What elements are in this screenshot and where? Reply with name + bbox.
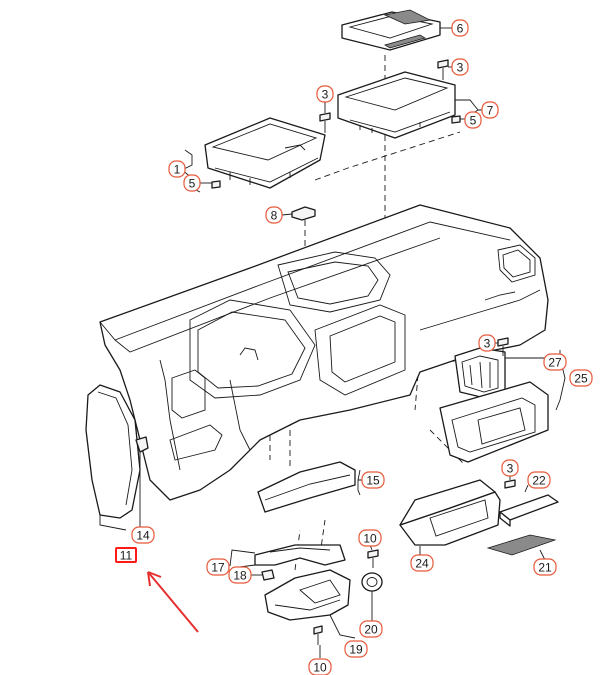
part-15-trim-strip xyxy=(257,461,356,513)
callout-22: 22 xyxy=(527,471,551,489)
svg-text:21: 21 xyxy=(538,561,552,575)
svg-text:3: 3 xyxy=(484,337,491,351)
callout-15: 15 xyxy=(361,471,385,489)
part-17-column-cover xyxy=(254,544,346,566)
callouts: 6 3 3 7 5 1 5 8 xyxy=(115,19,593,675)
highlighted-callout-11: 11 xyxy=(115,547,137,563)
svg-text:10: 10 xyxy=(313,661,327,675)
svg-text:5: 5 xyxy=(470,114,477,128)
svg-text:15: 15 xyxy=(366,474,380,488)
callout-25: 25 xyxy=(569,369,593,387)
callout-10-upper: 10 xyxy=(358,529,382,547)
part-14-clip xyxy=(135,436,149,453)
part-1-storage-tray xyxy=(204,117,326,189)
svg-text:11: 11 xyxy=(120,549,133,563)
svg-text:8: 8 xyxy=(271,209,278,223)
screws xyxy=(211,59,516,645)
svg-text:10: 10 xyxy=(363,532,377,546)
svg-text:19: 19 xyxy=(349,643,363,657)
svg-text:5: 5 xyxy=(189,177,196,191)
callout-24: 24 xyxy=(410,554,434,572)
callout-1: 1 xyxy=(168,160,186,178)
svg-text:3: 3 xyxy=(322,88,329,102)
svg-text:22: 22 xyxy=(532,474,546,488)
part-19-column-shroud xyxy=(264,569,351,621)
svg-text:1: 1 xyxy=(174,163,181,177)
part-7-storage-tray xyxy=(337,71,456,139)
callout-18: 18 xyxy=(228,566,252,584)
part-25-radio-bezel xyxy=(439,381,549,463)
part-6-top-cover xyxy=(341,9,441,51)
callout-17: 17 xyxy=(206,558,230,576)
dashboard-panel xyxy=(99,204,549,501)
svg-text:3: 3 xyxy=(507,462,514,476)
part-8-clip xyxy=(291,206,316,221)
pointer-arrow xyxy=(147,571,199,633)
part-22-plate xyxy=(499,494,559,527)
svg-text:25: 25 xyxy=(574,372,588,386)
callout-8: 8 xyxy=(265,206,283,224)
callout-20: 20 xyxy=(359,620,383,638)
svg-text:20: 20 xyxy=(364,623,378,637)
callout-5-right: 5 xyxy=(464,111,482,129)
callout-3-lower: 3 xyxy=(501,459,519,477)
part-27-right-vent xyxy=(454,347,506,399)
callout-10-lower: 10 xyxy=(308,658,332,675)
callout-5-left: 5 xyxy=(183,174,201,192)
callout-6: 6 xyxy=(451,19,469,37)
svg-text:18: 18 xyxy=(233,569,247,583)
svg-text:3: 3 xyxy=(457,61,464,75)
callout-3-top: 3 xyxy=(451,58,469,76)
svg-text:6: 6 xyxy=(457,22,464,36)
callout-3-center: 3 xyxy=(316,85,334,103)
part-21-mat xyxy=(486,534,557,556)
svg-text:27: 27 xyxy=(548,356,562,370)
callout-3-right-vent: 3 xyxy=(478,334,496,352)
part-18-clip xyxy=(261,569,275,581)
callout-19: 19 xyxy=(344,640,368,658)
callout-14: 14 xyxy=(131,526,155,544)
svg-text:24: 24 xyxy=(415,557,429,571)
part-24-lower-compartment xyxy=(399,479,501,546)
svg-text:17: 17 xyxy=(211,561,225,575)
svg-text:14: 14 xyxy=(136,529,150,543)
callout-27: 27 xyxy=(543,353,567,371)
callout-21: 21 xyxy=(533,558,557,576)
part-11-side-cover xyxy=(85,384,141,519)
part-20-ignition-ring xyxy=(361,572,383,592)
callout-7: 7 xyxy=(481,101,499,119)
svg-text:7: 7 xyxy=(487,104,494,118)
